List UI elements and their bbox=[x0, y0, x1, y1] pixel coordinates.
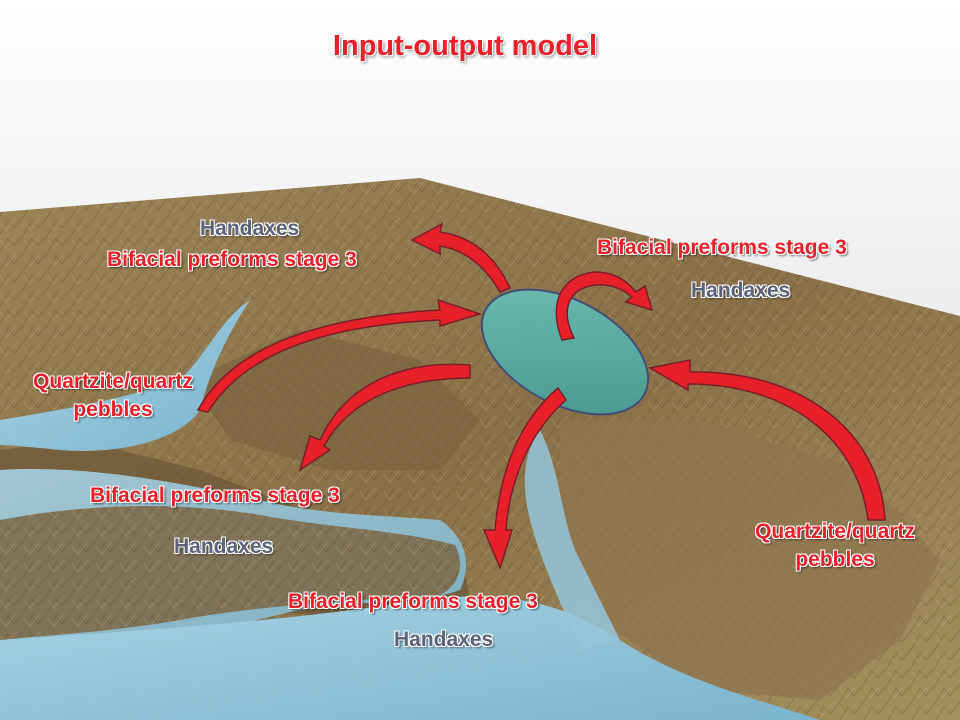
label-top-left-handaxes: Handaxes bbox=[200, 217, 300, 240]
site-ellipse bbox=[480, 288, 650, 416]
label-right-input-line1: Quartzite/quartz bbox=[755, 520, 915, 543]
arrow-output-bottom bbox=[482, 386, 567, 571]
label-bottom-handaxes: Handaxes bbox=[394, 628, 494, 651]
water-south bbox=[0, 596, 820, 720]
page-title: Input-output model bbox=[332, 30, 598, 62]
arrow-input-left bbox=[196, 298, 483, 413]
label-top-right-bifacial: Bifacial preforms stage 3 bbox=[597, 236, 847, 259]
label-right-input-line2: pebbles bbox=[795, 548, 875, 571]
label-mid-left-handaxes: Handaxes bbox=[174, 535, 274, 558]
arrows bbox=[196, 222, 886, 571]
mountain-zone-right bbox=[560, 420, 940, 700]
label-mid-left-bifacial: Bifacial preforms stage 3 bbox=[90, 484, 340, 507]
arrow-output-top-right bbox=[555, 271, 654, 341]
water-bay-left bbox=[0, 300, 250, 451]
water-channel bbox=[524, 430, 620, 650]
label-left-input-line2: pebbles bbox=[73, 398, 153, 421]
label-top-left-bifacial: Bifacial preforms stage 3 bbox=[107, 248, 357, 271]
land-peninsula-texture bbox=[0, 505, 460, 640]
arrow-input-right bbox=[647, 359, 886, 521]
label-top-right-handaxes: Handaxes bbox=[691, 279, 791, 302]
mountain-zone-center bbox=[190, 330, 480, 470]
label-bottom-bifacial: Bifacial preforms stage 3 bbox=[288, 590, 538, 613]
label-right-input-pebbles: Quartzite/quartz pebbles bbox=[730, 520, 940, 572]
label-left-input-pebbles: Quartzite/quartz pebbles bbox=[8, 370, 218, 422]
label-left-input-line1: Quartzite/quartz bbox=[33, 370, 193, 393]
arrow-output-mid-left bbox=[298, 363, 471, 472]
arrow-output-top-left bbox=[410, 222, 512, 293]
